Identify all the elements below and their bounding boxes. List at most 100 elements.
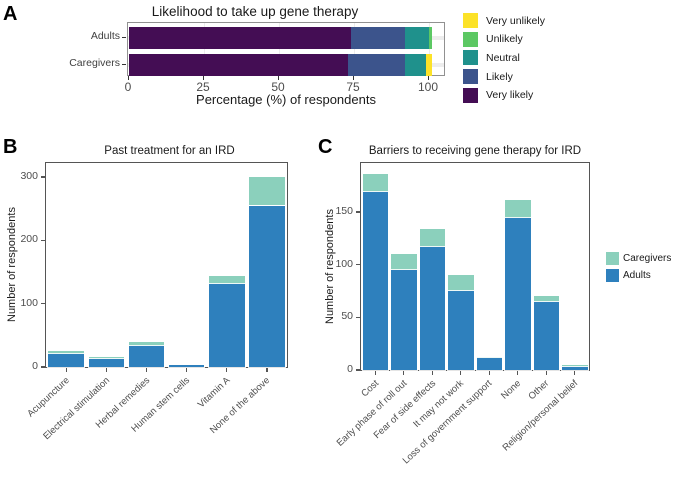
bar-segment-caregivers bbox=[362, 174, 388, 192]
bar-segment-adults bbox=[505, 218, 531, 370]
bar-segment-caregivers bbox=[249, 177, 285, 206]
category-label: Caregivers bbox=[69, 57, 120, 69]
chart-b-plot bbox=[45, 162, 288, 368]
x-tickmark bbox=[460, 371, 462, 375]
y-tickmark bbox=[122, 63, 126, 65]
y-tickmark bbox=[41, 366, 45, 368]
bar-segment-caregivers bbox=[448, 275, 474, 291]
y-tick-label: 150 bbox=[335, 205, 353, 217]
bar-segment-caregivers bbox=[562, 364, 588, 367]
gridline-x bbox=[428, 23, 430, 75]
chart-a-xlabel: Percentage (%) of respondents bbox=[196, 92, 376, 107]
bar-segment-caregivers bbox=[391, 254, 417, 270]
panel-b-label: B bbox=[3, 136, 18, 158]
x-tick-label: 100 bbox=[417, 80, 439, 94]
bar-segment-adults bbox=[562, 366, 588, 370]
chart-b-ylabel: Number of respondents bbox=[6, 207, 18, 323]
x-tickmark bbox=[226, 368, 228, 372]
bar-segment-caregivers bbox=[128, 342, 165, 347]
x-tick-label: 50 bbox=[271, 80, 285, 94]
panel-c-label: C bbox=[318, 136, 333, 158]
x-tickmark bbox=[403, 371, 405, 375]
bar-segment-adults bbox=[168, 365, 205, 367]
x-tickmark bbox=[574, 371, 576, 375]
bar-segment-adults bbox=[419, 246, 445, 370]
y-tick-label: 50 bbox=[341, 310, 353, 323]
bar-segment-caregivers bbox=[533, 296, 559, 302]
bar-segment-likely bbox=[348, 54, 405, 76]
gridline-x bbox=[203, 23, 205, 75]
gridline-x bbox=[278, 23, 280, 75]
x-tickmark bbox=[545, 371, 547, 375]
bar-segment-adults bbox=[476, 358, 502, 370]
bar-segment-caregivers bbox=[48, 351, 84, 354]
y-tickmark bbox=[122, 36, 126, 38]
bar-segment-adults bbox=[209, 284, 245, 367]
chart-c-plot bbox=[360, 162, 590, 371]
legend-label: Neutral bbox=[486, 51, 520, 64]
x-tickmark bbox=[427, 76, 429, 80]
y-tickmark bbox=[41, 303, 45, 305]
y-tickmark bbox=[41, 239, 45, 241]
legend-swatch-very-unlikely bbox=[463, 13, 478, 28]
bar-segment-neutral bbox=[405, 27, 429, 49]
bar-segment-adults bbox=[249, 205, 285, 367]
x-tickmark bbox=[431, 371, 433, 375]
y-tick-label: 200 bbox=[20, 233, 38, 246]
y-tickmark bbox=[41, 176, 45, 178]
legend-swatch-very-likely bbox=[463, 87, 478, 103]
legend-swatch-likely bbox=[463, 69, 478, 85]
legend-swatch-neutral bbox=[463, 50, 478, 66]
legend-label: Very likely bbox=[486, 89, 534, 102]
x-tickmark bbox=[374, 371, 376, 375]
y-tick-label: 100 bbox=[335, 257, 353, 270]
x-tickmark bbox=[127, 76, 129, 80]
bar-segment-adults bbox=[48, 353, 84, 367]
x-tickmark bbox=[65, 368, 67, 372]
legend-swatch-adults bbox=[606, 269, 619, 282]
y-tick-label: 100 bbox=[20, 296, 38, 309]
y-tickmark bbox=[356, 264, 360, 266]
legend-swatch-caregivers bbox=[606, 252, 619, 265]
x-tickmark bbox=[277, 76, 279, 80]
chart-a-title: Likelihood to take up gene therapy bbox=[151, 4, 359, 19]
x-tickmark bbox=[145, 368, 148, 372]
panel-a-label: A bbox=[3, 3, 18, 25]
bar-segment-caregivers bbox=[476, 357, 502, 359]
y-tickmark bbox=[356, 316, 360, 318]
x-tickmark bbox=[105, 368, 107, 372]
category-label: Vitamin A bbox=[195, 375, 233, 411]
legend-swatch-unlikely bbox=[463, 31, 478, 47]
x-tick-label: 75 bbox=[346, 80, 360, 94]
bar-segment-adults bbox=[448, 291, 474, 370]
bar-segment-adults bbox=[128, 346, 165, 367]
x-tick-label: 25 bbox=[196, 80, 210, 94]
x-tickmark bbox=[352, 76, 354, 80]
x-tickmark bbox=[488, 371, 490, 375]
x-tickmark bbox=[186, 368, 188, 372]
bar-segment-neutral bbox=[405, 54, 426, 76]
bar-segment-very-likely bbox=[129, 54, 348, 76]
legend-label: Very unlikely bbox=[486, 14, 545, 27]
category-label: Adults bbox=[90, 30, 120, 42]
bar-segment-adults bbox=[391, 269, 417, 370]
bar-segment-caregivers bbox=[209, 275, 245, 285]
y-tickmark bbox=[356, 211, 360, 213]
bar-segment-caregivers bbox=[505, 200, 531, 219]
legend-label: Adults bbox=[623, 269, 651, 281]
bar-segment-adults bbox=[88, 358, 124, 367]
chart-a-plot bbox=[127, 22, 445, 76]
y-tickmark bbox=[356, 369, 360, 371]
bar-segment-unlikely bbox=[429, 27, 432, 49]
category-label: None bbox=[499, 378, 524, 402]
x-tick-label: 0 bbox=[124, 80, 132, 94]
category-label: Other bbox=[526, 378, 552, 403]
bar-segment-very-unlikely bbox=[426, 54, 432, 76]
chart-b-title: Past treatment for an IRD bbox=[104, 145, 235, 157]
bar-segment-likely bbox=[351, 27, 405, 49]
x-tickmark bbox=[266, 368, 268, 372]
legend-label: Unlikely bbox=[486, 33, 523, 46]
gridline-x bbox=[353, 23, 355, 75]
bar-segment-caregivers bbox=[419, 228, 445, 247]
